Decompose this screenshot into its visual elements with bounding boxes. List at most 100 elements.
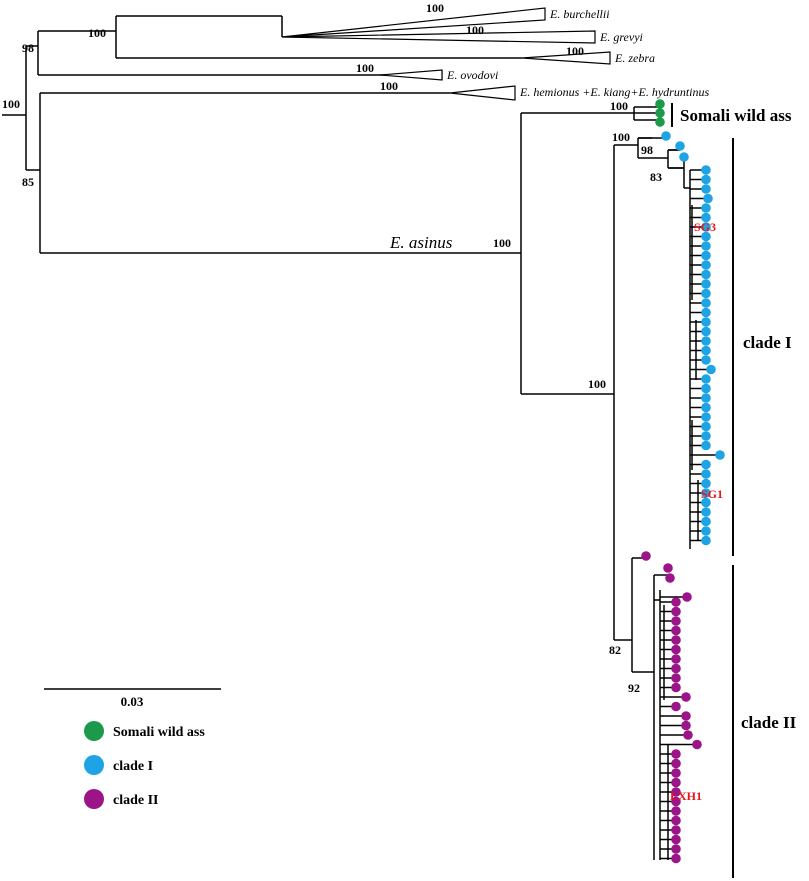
tip-dot (701, 469, 711, 479)
tip-dot (701, 421, 711, 432)
clade-label-clade-i: clade I (743, 333, 792, 352)
tip-dot (665, 573, 675, 583)
bootstrap-clade1-a: 100 (612, 130, 630, 144)
bootstrap-asinus: 100 (493, 236, 511, 250)
tip-dot (671, 806, 681, 816)
tip-dot (706, 364, 716, 375)
tip-dots (641, 99, 725, 864)
tip-dot (701, 222, 711, 232)
tip-dot (671, 644, 681, 655)
tip-dot (701, 516, 711, 527)
tip-dot (701, 279, 711, 289)
tip-dot (671, 796, 681, 807)
collapsed-clade-zebra (521, 51, 611, 65)
tip-dot (701, 402, 711, 413)
tip-dot (701, 478, 711, 489)
legend-dot-clade-i (84, 755, 104, 775)
tip-dot (701, 307, 711, 318)
taxon-label-grevyi: E. grevyi (599, 30, 643, 44)
tip-dot (692, 739, 702, 750)
tip-dot (701, 497, 711, 508)
tip-dot (682, 592, 692, 602)
tip-dot (671, 701, 681, 712)
lineage-label-asinus: E. asinus (389, 233, 453, 252)
clade-label-somali-wild-ass: Somali wild ass (680, 106, 792, 125)
collapsed-clade-burchellii (281, 7, 546, 38)
tip-dot (703, 193, 713, 204)
tip-dot (701, 326, 711, 337)
bootstrap-base: 85 (22, 175, 34, 189)
tip-dot (671, 815, 681, 826)
tip-dot (655, 117, 665, 127)
tip-dot (701, 241, 711, 251)
tip-dot (671, 777, 681, 788)
tip-dot (701, 298, 711, 308)
taxon-label-ovodovi: E. ovodovi (446, 68, 498, 82)
tip-dot (701, 165, 711, 175)
collapsed-clade-ovodovi-body (379, 69, 443, 81)
tip-dot (671, 625, 681, 636)
tip-dot (701, 336, 711, 346)
tip-dot (655, 99, 665, 109)
tip-dot (701, 383, 711, 394)
sample-label-sg1: SG1 (701, 487, 723, 501)
tip-dot (701, 431, 711, 441)
tip-dot (701, 374, 711, 384)
tip-dot (701, 203, 711, 213)
scale-bar: 0.03 (44, 688, 221, 709)
bootstrap-burchellii: 100 (426, 1, 444, 15)
tip-dot (671, 825, 681, 835)
bootstrap-clade1-c: 83 (650, 170, 662, 184)
bootstrap-zebra-pair: 100 (88, 26, 106, 40)
sample-label-lxh1: LXH1 (670, 789, 702, 803)
tip-dot (681, 720, 691, 731)
tip-dot (675, 141, 685, 151)
tip-dot (671, 768, 681, 778)
bootstrap-hemionus: 100 (380, 79, 398, 93)
legend: Somali wild ass clade I clade II (84, 721, 205, 809)
tip-dot (701, 212, 711, 223)
tip-dot (701, 393, 711, 403)
tip-dot (679, 152, 689, 162)
tip-dot (671, 597, 681, 607)
tip-dot (671, 673, 681, 683)
tip-dot (701, 507, 711, 517)
tip-dot (671, 749, 681, 759)
tip-dot (701, 440, 711, 451)
tip-dot (701, 535, 711, 546)
tip-dot (671, 853, 681, 864)
collapsed-clades (281, 7, 611, 101)
clade-label-clade-ii: clade II (741, 713, 797, 732)
backbone-branches (2, 15, 685, 860)
tip-dot (671, 654, 681, 664)
tip-dot (701, 184, 711, 194)
legend-dot-somali (84, 721, 104, 741)
legend-label-clade-ii: clade II (113, 793, 159, 808)
tip-dot (641, 551, 651, 561)
bootstrap-clade2-b: 92 (628, 681, 640, 695)
tip-dot (681, 692, 691, 702)
legend-label-somali: Somali wild ass (113, 725, 205, 740)
taxon-label-zebra: E. zebra (614, 51, 655, 65)
bootstrap-ovodovi: 100 (356, 61, 374, 75)
bootstrap-zebra: 100 (566, 44, 584, 58)
tip-dot (701, 488, 711, 498)
bootstrap-clade1-b: 98 (641, 143, 653, 157)
clade-bars (671, 103, 734, 878)
tip-dot (701, 317, 711, 327)
bootstrap-grevyi: 100 (466, 23, 484, 37)
tip-dot (671, 787, 681, 797)
tip-dot (701, 412, 711, 422)
collapsed-clade-hemionus (449, 85, 516, 101)
tip-dot (655, 108, 665, 118)
tip-dot (683, 730, 693, 740)
tip-dot (701, 269, 711, 280)
tip-dot (671, 834, 681, 845)
tip-dot (671, 663, 681, 674)
bootstrap-zebras: 98 (22, 41, 34, 55)
tip-dot (701, 288, 711, 299)
taxon-label-hemionus-kiang-hydruntinus: E. hemionus +E. kiang+E. hydruntinus (519, 85, 710, 99)
tip-dot (671, 682, 681, 693)
tip-dot (701, 231, 711, 242)
